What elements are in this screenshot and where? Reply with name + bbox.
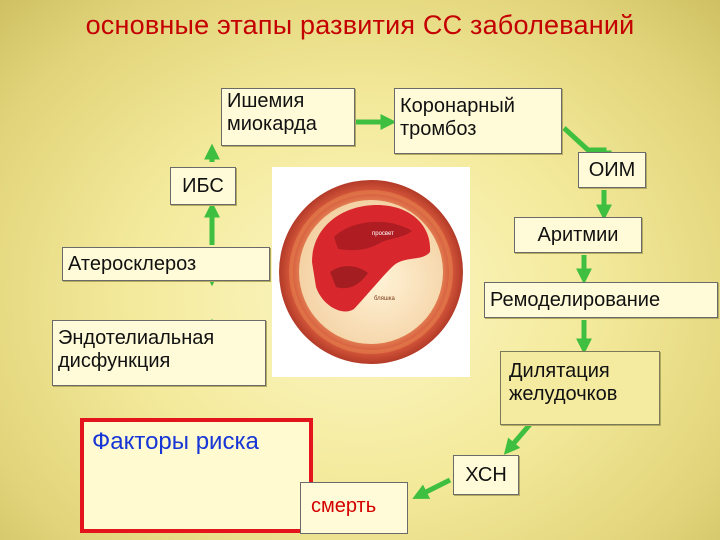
node-atherosclerosis: Атеросклероз [62,247,270,281]
artery-cross-section-image: просвет бляшка [272,167,470,377]
risk-factors-box: Факторы риска [80,418,313,533]
node-coronary-thrombosis: Коронарный тромбоз [394,88,562,154]
arrow-chf-to-death [412,477,452,499]
plaque-label: бляшка [374,296,395,302]
node-dilatation: Дилятация желудочков [500,351,660,425]
lumen-label: просвет [372,231,394,237]
node-oim: ОИМ [578,152,646,188]
node-remodeling: Ремоделирование [484,282,718,318]
node-death: смерть [300,482,408,534]
node-ischemia: Ишемия миокарда [221,88,355,146]
artery-illustration: просвет бляшка [279,180,463,364]
slide-title: основные этапы развития СС заболеваний [85,10,635,40]
node-chf: ХСН [453,455,519,495]
node-ibs: ИБС [170,167,236,205]
arrow-dilatation-to-chf [503,420,534,455]
node-endothelial-dysfunction: Эндотелиальная дисфункция [52,320,266,386]
risk-factors-label: Факторы риска [92,428,259,455]
node-arrhythmia: Аритмии [514,217,642,253]
